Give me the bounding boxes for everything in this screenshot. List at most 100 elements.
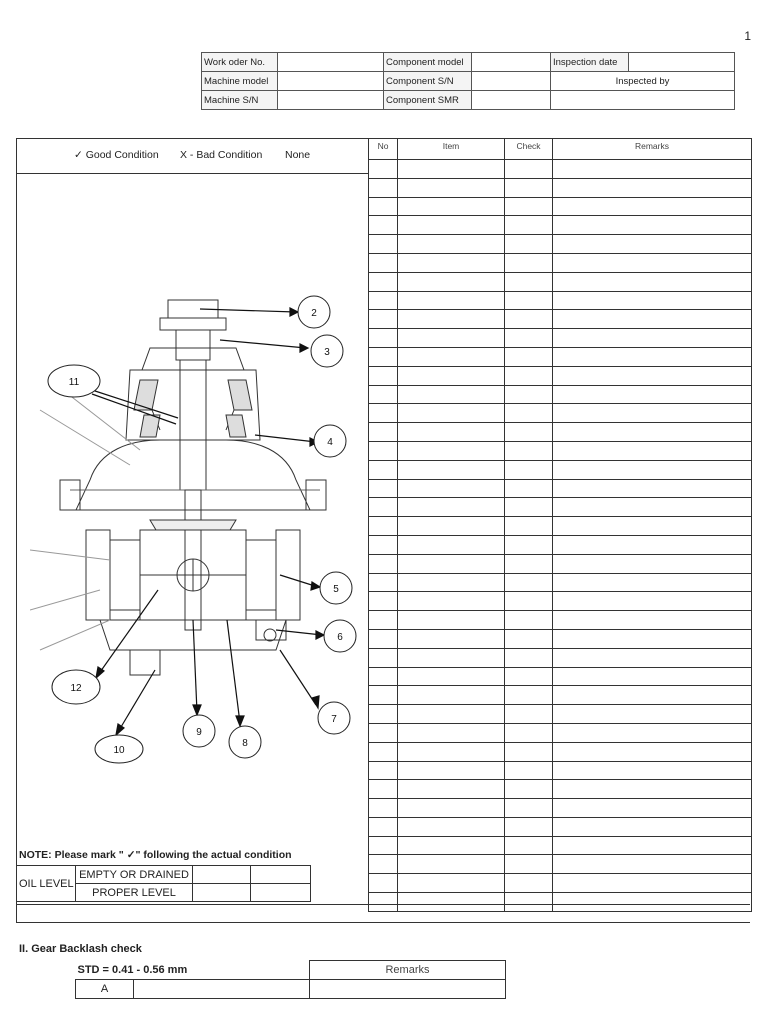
checklist-remarks-cell[interactable] <box>552 271 752 292</box>
checklist-remarks-cell[interactable] <box>552 422 752 442</box>
checklist-item-cell[interactable] <box>397 685 505 706</box>
checklist-remarks-cell[interactable] <box>552 779 752 800</box>
checklist-item-cell[interactable] <box>397 365 505 386</box>
machine-model-field[interactable] <box>277 71 384 91</box>
checklist-item-cell[interactable] <box>397 798 505 818</box>
checklist-check-cell[interactable] <box>504 403 553 424</box>
checklist-item-cell[interactable] <box>397 610 505 630</box>
checklist-remarks-cell[interactable] <box>552 591 752 612</box>
checklist-item-cell[interactable] <box>397 666 505 687</box>
checklist-remarks-cell[interactable] <box>552 666 752 687</box>
checklist-check-cell[interactable] <box>504 704 553 724</box>
checklist-remarks-cell[interactable] <box>552 553 752 574</box>
checklist-remarks-cell[interactable] <box>552 798 752 818</box>
checklist-item-cell[interactable] <box>397 835 505 856</box>
checklist-remarks-cell[interactable] <box>552 309 752 330</box>
checklist-check-cell[interactable] <box>504 553 553 574</box>
work-order-field[interactable] <box>277 52 384 72</box>
oil-empty-remark[interactable] <box>250 865 311 884</box>
checklist-remarks-cell[interactable] <box>552 177 752 198</box>
checklist-item-cell[interactable] <box>397 159 505 179</box>
checklist-check-cell[interactable] <box>504 835 553 856</box>
checklist-check-cell[interactable] <box>504 572 553 593</box>
checklist-item-cell[interactable] <box>397 647 505 668</box>
checklist-check-cell[interactable] <box>504 478 553 499</box>
checklist-check-cell[interactable] <box>504 196 553 217</box>
checklist-check-cell[interactable] <box>504 177 553 198</box>
checklist-check-cell[interactable] <box>504 854 553 875</box>
checklist-remarks-cell[interactable] <box>552 196 752 217</box>
checklist-check-cell[interactable] <box>504 892 553 912</box>
checklist-remarks-cell[interactable] <box>552 234 752 254</box>
checklist-remarks-cell[interactable] <box>552 478 752 499</box>
checklist-remarks-cell[interactable] <box>552 741 752 762</box>
checklist-check-cell[interactable] <box>504 685 553 706</box>
checklist-item-cell[interactable] <box>397 271 505 292</box>
checklist-remarks-cell[interactable] <box>552 835 752 856</box>
checklist-remarks-cell[interactable] <box>552 892 752 912</box>
checklist-check-cell[interactable] <box>504 534 553 555</box>
checklist-item-cell[interactable] <box>397 422 505 442</box>
checklist-item-cell[interactable] <box>397 252 505 273</box>
checklist-remarks-cell[interactable] <box>552 760 752 781</box>
checklist-remarks-cell[interactable] <box>552 628 752 649</box>
checklist-remarks-cell[interactable] <box>552 252 752 273</box>
checklist-item-cell[interactable] <box>397 591 505 612</box>
checklist-check-cell[interactable] <box>504 365 553 386</box>
checklist-check-cell[interactable] <box>504 328 553 348</box>
oil-proper-check[interactable] <box>192 883 251 902</box>
checklist-remarks-cell[interactable] <box>552 572 752 593</box>
checklist-remarks-cell[interactable] <box>552 685 752 706</box>
checklist-item-cell[interactable] <box>397 779 505 800</box>
checklist-remarks-cell[interactable] <box>552 459 752 480</box>
checklist-check-cell[interactable] <box>504 290 553 311</box>
backlash-row-a-value[interactable] <box>133 979 310 999</box>
checklist-item-cell[interactable] <box>397 816 505 837</box>
checklist-item-cell[interactable] <box>397 534 505 555</box>
checklist-item-cell[interactable] <box>397 459 505 480</box>
machine-sn-field[interactable] <box>277 90 384 110</box>
checklist-item-cell[interactable] <box>397 854 505 875</box>
checklist-check-cell[interactable] <box>504 628 553 649</box>
checklist-check-cell[interactable] <box>504 497 553 518</box>
checklist-check-cell[interactable] <box>504 722 553 743</box>
checklist-remarks-cell[interactable] <box>552 647 752 668</box>
component-model-field[interactable] <box>471 52 551 72</box>
inspection-date-field[interactable] <box>628 52 735 72</box>
checklist-check-cell[interactable] <box>504 516 553 536</box>
checklist-item-cell[interactable] <box>397 572 505 593</box>
checklist-item-cell[interactable] <box>397 722 505 743</box>
checklist-remarks-cell[interactable] <box>552 384 752 405</box>
checklist-remarks-cell[interactable] <box>552 497 752 518</box>
checklist-remarks-cell[interactable] <box>552 534 752 555</box>
checklist-remarks-cell[interactable] <box>552 159 752 179</box>
checklist-check-cell[interactable] <box>504 215 553 236</box>
checklist-item-cell[interactable] <box>397 497 505 518</box>
checklist-item-cell[interactable] <box>397 440 505 461</box>
checklist-remarks-cell[interactable] <box>552 722 752 743</box>
checklist-remarks-cell[interactable] <box>552 328 752 348</box>
checklist-item-cell[interactable] <box>397 234 505 254</box>
checklist-item-cell[interactable] <box>397 873 505 894</box>
checklist-check-cell[interactable] <box>504 384 553 405</box>
checklist-remarks-cell[interactable] <box>552 215 752 236</box>
checklist-item-cell[interactable] <box>397 553 505 574</box>
checklist-check-cell[interactable] <box>504 346 553 367</box>
oil-proper-remark[interactable] <box>250 883 311 902</box>
checklist-check-cell[interactable] <box>504 459 553 480</box>
checklist-remarks-cell[interactable] <box>552 403 752 424</box>
checklist-check-cell[interactable] <box>504 647 553 668</box>
checklist-item-cell[interactable] <box>397 403 505 424</box>
checklist-remarks-cell[interactable] <box>552 346 752 367</box>
checklist-check-cell[interactable] <box>504 271 553 292</box>
component-sn-field[interactable] <box>471 71 551 91</box>
checklist-item-cell[interactable] <box>397 328 505 348</box>
checklist-item-cell[interactable] <box>397 290 505 311</box>
checklist-remarks-cell[interactable] <box>552 516 752 536</box>
checklist-check-cell[interactable] <box>504 234 553 254</box>
checklist-item-cell[interactable] <box>397 704 505 724</box>
checklist-remarks-cell[interactable] <box>552 440 752 461</box>
inspected-by-field[interactable] <box>550 90 735 110</box>
checklist-item-cell[interactable] <box>397 309 505 330</box>
checklist-check-cell[interactable] <box>504 440 553 461</box>
